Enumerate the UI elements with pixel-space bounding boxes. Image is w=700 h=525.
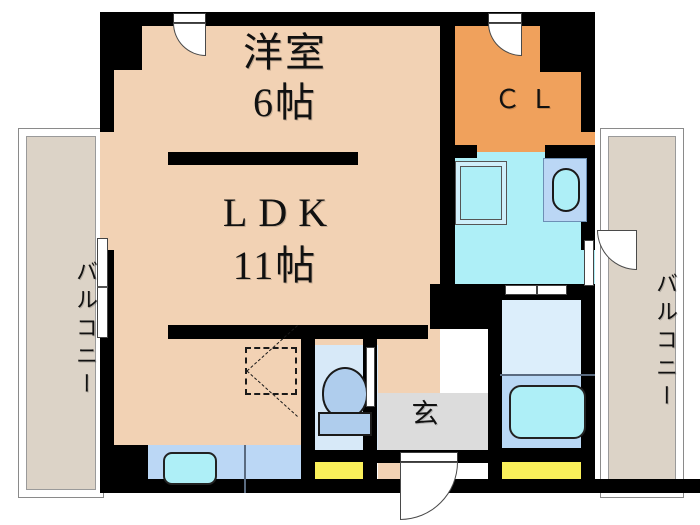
bedroom-door-leaf[interactable]: [173, 13, 206, 23]
ldk-label: LDK: [222, 190, 339, 235]
closet-label: ＣＬ: [494, 85, 565, 114]
wall-right-outer-upper: [581, 12, 595, 132]
kitchen-sink: [163, 452, 217, 485]
entrance-door-leaf[interactable]: [400, 452, 458, 462]
wall-partition-bedroom-ldk: [168, 152, 358, 165]
bath-divider-line: [500, 374, 595, 376]
balcony-left-window[interactable]: [97, 238, 108, 338]
balcony-right-label: バルコニー: [653, 272, 678, 412]
genkan-floor: [378, 393, 490, 460]
wall-bath-left: [488, 284, 502, 493]
bathtub: [509, 385, 586, 439]
wall-toilet-left: [301, 339, 315, 493]
stove-cooktop: [245, 347, 297, 395]
ldk-size-label: 11帖: [232, 243, 318, 288]
wall-kitchen-top: [168, 325, 428, 339]
balcony-right: [608, 136, 676, 490]
entrance-door-swing[interactable]: [400, 462, 458, 520]
balcony-left-window-mullion: [97, 286, 108, 288]
toilet-tank: [318, 412, 372, 436]
genkan-label: 玄: [411, 399, 439, 429]
wall-corridor-block: [430, 284, 488, 329]
balcony-left: [26, 136, 96, 490]
wall-right-outer-lower: [581, 290, 595, 493]
wall-top-bedroom: [100, 12, 440, 26]
bath-door-mullion: [536, 285, 538, 295]
wall-left-outer: [100, 12, 114, 132]
bedroom-label: 洋室: [243, 30, 327, 75]
kitchen-counter-divider: [244, 445, 246, 493]
washroom-door[interactable]: [584, 240, 594, 286]
closet-door-leaf[interactable]: [488, 13, 522, 23]
wall-toilet-bottom: [301, 450, 377, 462]
bath-washing-zone: [500, 300, 595, 375]
wall-closet-bottom-left: [440, 145, 477, 158]
wall-closet-bottom-right: [545, 145, 595, 158]
wall-bath-bottom: [488, 448, 595, 462]
washing-machine-pan-inner: [460, 166, 502, 220]
toilet-door-slider[interactable]: [366, 347, 375, 407]
bedroom-size-label: 6帖: [253, 80, 317, 125]
balcony-left-label: バルコニー: [73, 260, 98, 400]
vanity-basin: [552, 168, 580, 212]
